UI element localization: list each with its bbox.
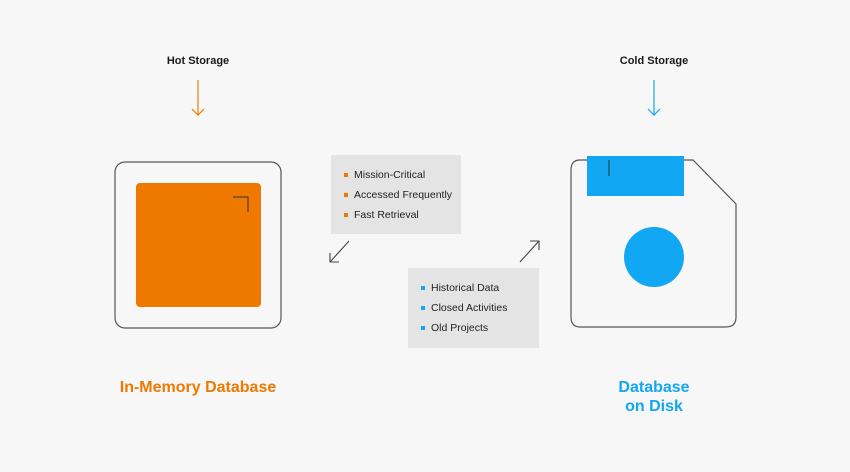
memory-chip-icon bbox=[114, 161, 282, 329]
list-item-label: Historical Data bbox=[431, 282, 500, 294]
list-item-label: Old Projects bbox=[431, 322, 489, 334]
in-memory-database-title: In-Memory Database bbox=[119, 379, 277, 396]
list-item: Historical Data bbox=[421, 278, 539, 298]
bullet-icon bbox=[421, 326, 425, 330]
database-on-disk-title: Database on Disk bbox=[574, 378, 734, 416]
list-item: Mission-Critical bbox=[344, 165, 461, 185]
bullet-icon bbox=[421, 306, 425, 310]
list-item-label: Accessed Frequently bbox=[354, 189, 453, 201]
bullet-icon bbox=[421, 286, 425, 290]
list-item: Closed Activities bbox=[421, 298, 539, 318]
title-line-1: Database bbox=[618, 379, 690, 396]
list-item-label: Mission-Critical bbox=[354, 169, 426, 181]
hot-storage-label: Hot Storage bbox=[166, 55, 230, 67]
bullet-icon bbox=[344, 173, 348, 177]
list-item: Accessed Frequently bbox=[344, 185, 461, 205]
bullet-icon bbox=[344, 213, 348, 217]
bullet-icon bbox=[344, 193, 348, 197]
hot-properties-card: Mission-Critical Accessed Frequently Fas… bbox=[331, 155, 461, 234]
cold-properties-card: Historical Data Closed Activities Old Pr… bbox=[408, 268, 539, 348]
title-line-2: on Disk bbox=[625, 398, 683, 415]
list-item-label: Fast Retrieval bbox=[354, 209, 419, 221]
list-item-label: Closed Activities bbox=[431, 302, 508, 314]
floppy-disk-icon bbox=[570, 156, 737, 328]
cold-down-arrow-icon bbox=[647, 80, 661, 116]
cold-storage-label: Cold Storage bbox=[619, 55, 689, 67]
arrow-down-left-icon bbox=[329, 240, 350, 263]
hot-down-arrow-icon bbox=[191, 80, 205, 116]
list-item: Old Projects bbox=[421, 318, 539, 338]
list-item: Fast Retrieval bbox=[344, 205, 461, 225]
arrow-up-right-icon bbox=[519, 240, 540, 263]
